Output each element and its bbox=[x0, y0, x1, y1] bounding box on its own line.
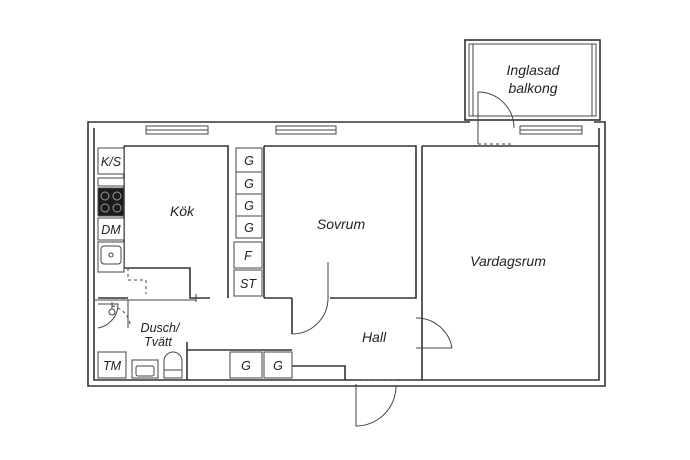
bathroom-fixtures: TM bbox=[97, 302, 183, 379]
wardrobe-label: G bbox=[244, 177, 254, 191]
fridge-cabinet-label: F bbox=[244, 249, 253, 263]
kitchen-counter bbox=[94, 294, 197, 302]
wardrobe-4 bbox=[235, 215, 263, 239]
balcony-label-line1: Inglasad bbox=[507, 62, 561, 78]
dryer-label: TM bbox=[103, 359, 122, 373]
dishwasher-label: DM bbox=[101, 223, 121, 237]
hall-wardrobe-1 bbox=[229, 351, 263, 379]
wardrobe-label: G bbox=[244, 154, 254, 168]
outer-walls bbox=[87, 121, 606, 387]
fridge-freezer-label: K/S bbox=[101, 155, 122, 169]
shower-laundry-label-line1: Dusch/ bbox=[141, 321, 181, 335]
kitchen-fixtures: K/S DM bbox=[97, 147, 147, 294]
hall-wardrobe-2 bbox=[263, 351, 293, 379]
stove-icon bbox=[97, 187, 125, 217]
fridge-cabinet bbox=[233, 241, 263, 269]
entrance-door bbox=[355, 384, 397, 427]
dryer-cabinet bbox=[97, 351, 127, 379]
storage-cabinet-label: ST bbox=[240, 277, 257, 291]
dishwasher bbox=[97, 217, 125, 241]
shower-laundry-label-line2: Tvätt bbox=[144, 335, 172, 349]
fridge-freezer bbox=[97, 147, 125, 175]
wardrobe-label: G bbox=[244, 199, 254, 213]
doors bbox=[127, 262, 453, 427]
balcony bbox=[464, 39, 601, 121]
kitchen-label: Kök bbox=[170, 203, 195, 219]
hall-label: Hall bbox=[362, 329, 387, 345]
wardrobe-label: G bbox=[273, 359, 283, 373]
living-door bbox=[415, 317, 453, 349]
bedroom-door bbox=[291, 297, 329, 335]
shower-area bbox=[97, 303, 119, 329]
wardrobe-1 bbox=[235, 147, 263, 173]
room-labels: Kök Sovrum Vardagsrum Hall Inglasad balk… bbox=[141, 62, 561, 349]
wardrobe-label: G bbox=[241, 359, 251, 373]
balcony-label-line2: balkong bbox=[508, 80, 557, 96]
windows bbox=[145, 125, 583, 135]
washbasin-icon bbox=[131, 359, 159, 379]
bedroom-label: Sovrum bbox=[317, 216, 366, 232]
wardrobe-label: G bbox=[244, 221, 254, 235]
shower-icon bbox=[108, 308, 116, 316]
living-room-label: Vardagsrum bbox=[470, 253, 546, 269]
storage-cabinet bbox=[233, 269, 263, 297]
balcony-door bbox=[477, 91, 515, 145]
wardrobes: G G G G F ST G G bbox=[229, 147, 293, 379]
